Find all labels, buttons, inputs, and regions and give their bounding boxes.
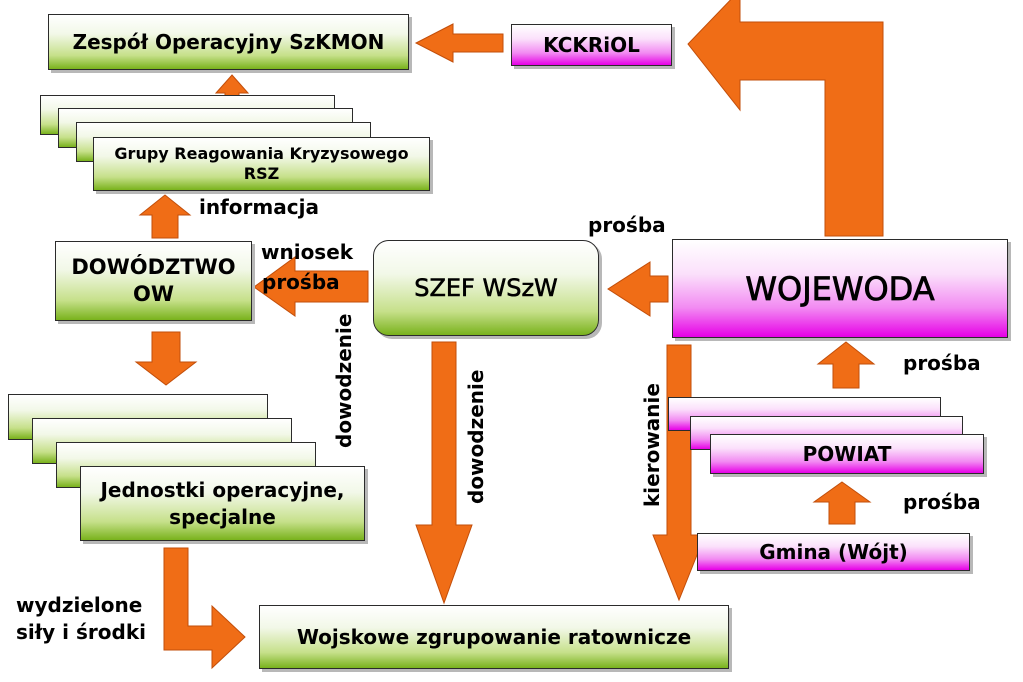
node-grupy-reagowania: Grupy Reagowania Kryzysowego RSZ	[93, 137, 430, 191]
arrow-dowodztwo-to-jednostki	[134, 331, 198, 386]
label-prosba-left: prośba	[262, 270, 340, 294]
node-szef-wszw: SZEF WSzW	[373, 240, 599, 336]
label-wydzielone-2: siły i środki	[16, 620, 146, 644]
node-dowodztwo-ow: DOWÓDZTWO OW	[55, 241, 252, 321]
label-prosba-top: prośba	[588, 213, 666, 237]
label-wniosek: wniosek	[261, 240, 354, 264]
jednostki-line1: Jednostki operacyjne,	[100, 477, 345, 502]
arrow-powiat-to-wojewoda	[816, 341, 876, 389]
arrow-wojewoda-to-wojskowe	[652, 344, 706, 602]
label-prosba-gmina: prośba	[903, 490, 981, 514]
dowodztwo-line1: DOWÓDZTWO	[71, 254, 236, 279]
label-informacja: informacja	[199, 195, 319, 219]
grupy-line1: Grupy Reagowania Kryzysowego	[114, 144, 409, 163]
arrow-wojewoda-to-kckriol	[687, 0, 884, 237]
node-zespol-operacyjny: Zespół Operacyjny SzKMON	[48, 14, 409, 70]
node-kckriol: KCKRiOL	[511, 24, 672, 66]
arrow-szef-to-dowodztwo	[253, 256, 369, 317]
arrow-gmina-to-powiat	[812, 481, 872, 525]
label-kierowanie: kierowanie	[640, 383, 664, 507]
label-prosba-powiat: prośba	[903, 351, 981, 375]
arrow-jednostki-to-wojskowe	[163, 547, 246, 670]
node-wojewoda: WOJEWODA	[672, 239, 1008, 338]
grupy-line2: RSZ	[243, 164, 280, 183]
label-dowodzenie-left: dowodzenie	[332, 313, 356, 448]
arrow-dowodztwo-to-grupy	[138, 194, 192, 239]
dowodztwo-line2: OW	[132, 282, 174, 306]
arrow-szef-to-wojskowe	[415, 341, 473, 605]
node-powiat: POWIAT	[710, 434, 984, 474]
label-dowodzenie-center: dowodzenie	[464, 369, 488, 504]
jednostki-line2: specjalne	[169, 504, 276, 529]
node-gmina: Gmina (Wójt)	[697, 533, 970, 571]
label-wydzielone-1: wydzielone	[16, 593, 143, 617]
node-jednostki-operacyjne: Jednostki operacyjne, specjalne	[80, 466, 365, 541]
arrow-wojewoda-to-szef	[607, 261, 669, 317]
node-wojskowe-zgrupowanie: Wojskowe zgrupowanie ratownicze	[259, 605, 729, 669]
arrow-kckriol-to-zespol	[414, 23, 504, 63]
